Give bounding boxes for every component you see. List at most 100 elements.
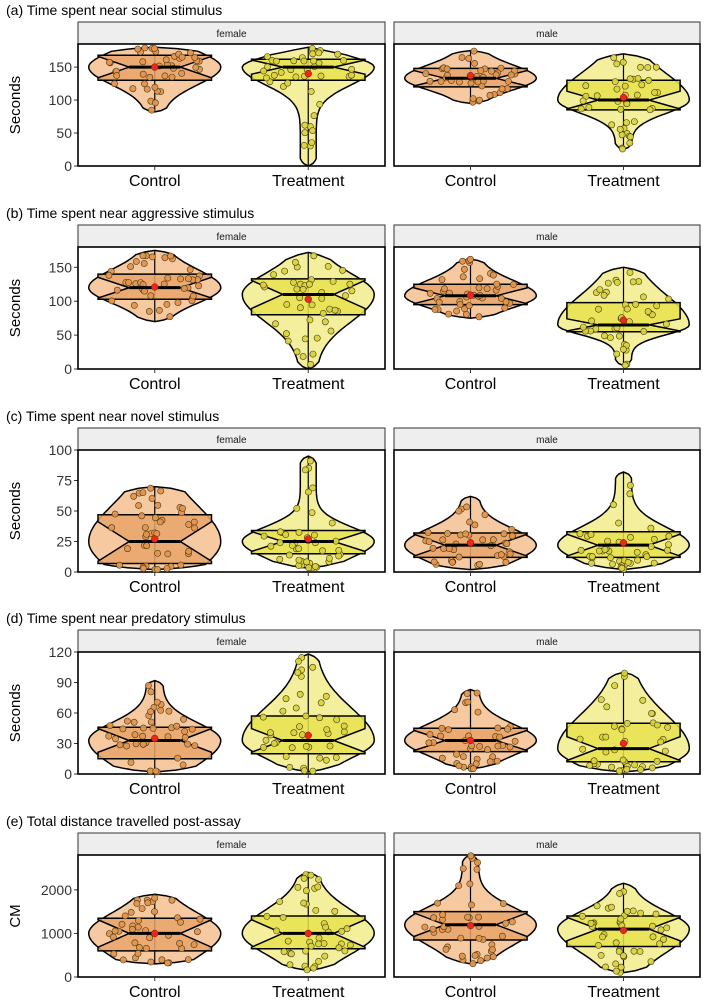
- data-point: [290, 279, 297, 286]
- data-point: [499, 900, 507, 907]
- data-point: [111, 80, 118, 88]
- data-point: [316, 754, 324, 762]
- data-point: [335, 547, 343, 554]
- data-point: [340, 722, 348, 730]
- x-tick-label: Treatment: [587, 984, 660, 1001]
- data-point: [130, 718, 138, 726]
- x-tick-label: Treatment: [272, 984, 345, 1001]
- data-point: [106, 722, 114, 729]
- data-point: [475, 935, 483, 942]
- data-point: [302, 947, 310, 955]
- data-point: [296, 304, 304, 312]
- data-point: [270, 271, 277, 278]
- data-point: [302, 743, 310, 750]
- y-tick-label: 0: [64, 564, 72, 580]
- data-point: [665, 295, 673, 303]
- data-point: [168, 73, 176, 81]
- data-point: [127, 909, 135, 916]
- data-point: [147, 688, 155, 696]
- data-point: [112, 735, 119, 743]
- data-point: [471, 952, 479, 959]
- data-point: [148, 253, 156, 261]
- data-point: [458, 952, 466, 960]
- data-point: [282, 695, 290, 703]
- data-point: [443, 65, 451, 73]
- data-point: [613, 85, 621, 93]
- data-point: [341, 947, 349, 955]
- mean-marker: [619, 316, 628, 324]
- mean-marker: [151, 63, 159, 71]
- data-point: [163, 300, 171, 308]
- data-point: [477, 67, 485, 74]
- data-point: [113, 286, 121, 294]
- data-point: [500, 530, 508, 538]
- data-point: [295, 658, 302, 665]
- data-point: [612, 967, 620, 975]
- data-point: [293, 285, 301, 293]
- data-point: [151, 83, 159, 91]
- data-point: [285, 551, 293, 559]
- data-point: [455, 882, 463, 889]
- data-point: [463, 503, 470, 511]
- data-point: [457, 934, 465, 942]
- data-point: [637, 766, 644, 773]
- control-group: [403, 852, 538, 968]
- data-point: [143, 85, 151, 93]
- y-axis-title: Seconds: [7, 76, 24, 134]
- data-point: [315, 940, 322, 948]
- data-point: [127, 759, 135, 766]
- data-point: [177, 561, 185, 569]
- data-point: [466, 880, 474, 888]
- data-point: [619, 145, 626, 153]
- data-point: [340, 728, 348, 736]
- data-point: [464, 913, 471, 921]
- mean-marker: [466, 921, 475, 930]
- data-point: [611, 682, 619, 689]
- data-point: [613, 60, 621, 68]
- data-point: [469, 765, 477, 773]
- data-point: [626, 269, 634, 276]
- y-tick-label: 0: [64, 766, 72, 782]
- data-point: [475, 284, 483, 292]
- data-point: [475, 313, 483, 321]
- data-point: [652, 63, 660, 71]
- data-point: [473, 689, 481, 697]
- data-point: [431, 306, 439, 313]
- data-point: [510, 281, 517, 288]
- data-point: [335, 552, 343, 560]
- y-axis-title: Seconds: [7, 279, 24, 337]
- data-point: [292, 73, 300, 81]
- data-point: [325, 555, 333, 562]
- data-point: [647, 958, 655, 965]
- y-axis-title: Seconds: [7, 482, 24, 540]
- data-point: [340, 57, 347, 64]
- data-point: [293, 348, 301, 356]
- data-point: [657, 738, 664, 746]
- y-tick-label: 90: [56, 675, 72, 691]
- data-point: [455, 553, 463, 561]
- data-point: [326, 305, 334, 313]
- data-point: [458, 54, 466, 61]
- treatment-group: [241, 251, 375, 370]
- data-point: [608, 763, 615, 771]
- data-point: [644, 64, 652, 71]
- facet-strip-label: male: [536, 637, 558, 648]
- data-point: [508, 526, 516, 533]
- data-point: [456, 301, 464, 308]
- treatment-group: [241, 45, 376, 167]
- data-point: [602, 733, 610, 741]
- data-point: [164, 733, 172, 740]
- data-point: [643, 553, 651, 560]
- data-point: [627, 133, 634, 141]
- data-point: [290, 729, 298, 737]
- data-point: [329, 277, 337, 285]
- data-point: [119, 956, 127, 964]
- y-tick-label: 75: [56, 473, 72, 489]
- data-point: [272, 320, 279, 328]
- x-tick-label: Treatment: [587, 376, 660, 393]
- data-point: [311, 563, 319, 570]
- data-point: [619, 58, 627, 66]
- data-point: [145, 307, 153, 315]
- data-point: [656, 940, 663, 948]
